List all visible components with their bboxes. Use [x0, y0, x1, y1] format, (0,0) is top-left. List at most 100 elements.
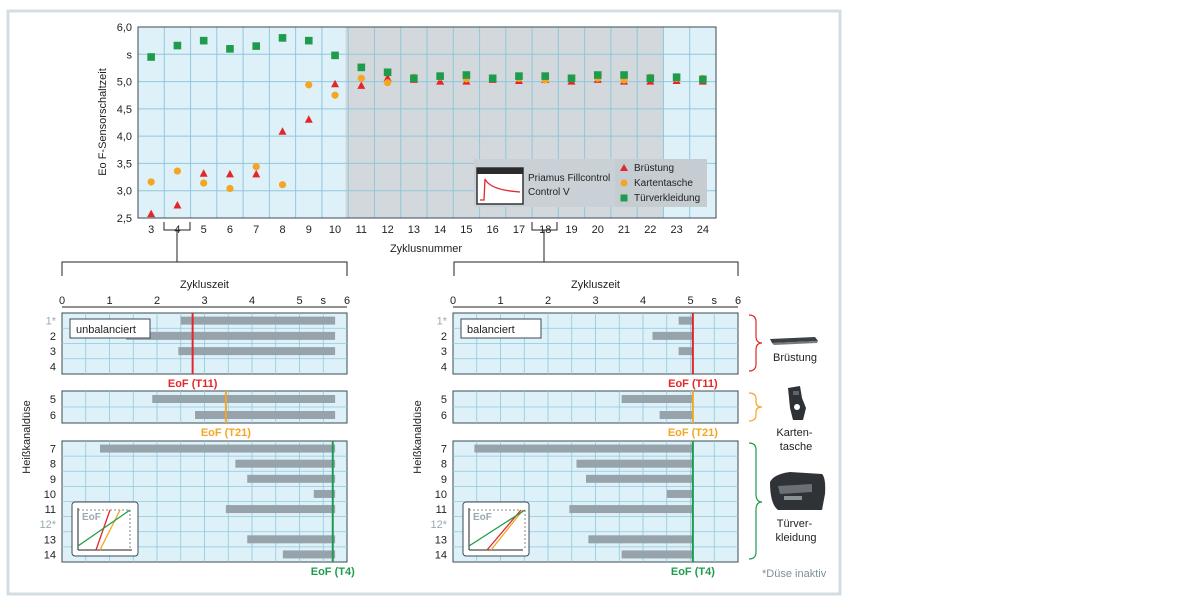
- nozzle-label: 9: [50, 474, 56, 486]
- cycle-time-tick-label: 4: [640, 295, 646, 307]
- x-tick-label: 10: [329, 224, 341, 236]
- nozzle-label: 4: [50, 361, 56, 373]
- fill-time-bar: [678, 347, 693, 356]
- nozzle-label: 5: [441, 394, 447, 406]
- brace-red: [748, 314, 763, 372]
- point-tuerverkleidung: [646, 74, 655, 83]
- point-kartentasche: [147, 178, 155, 186]
- nozzle-label: 1*: [46, 316, 57, 328]
- cycle-time-tick-label: 6: [735, 295, 741, 307]
- data-points: [147, 34, 707, 218]
- brace-orange: [748, 392, 763, 422]
- y-tick-label: 2,5: [117, 213, 132, 225]
- cycle-time-tick-label: 1: [106, 295, 112, 307]
- nozzle-label: 12*: [39, 519, 56, 531]
- point-tuerverkleidung: [199, 36, 208, 45]
- nozzle-label: 4: [441, 361, 447, 373]
- x-tick-label: 15: [460, 224, 472, 236]
- point-bruestung: [436, 77, 445, 85]
- eof-label: EoF (T11): [668, 378, 718, 390]
- fill-time-bar: [569, 505, 693, 514]
- nozzle-label: 5: [50, 394, 56, 406]
- cycle-time-tick-label: 4: [249, 295, 255, 307]
- nozzle-label: 3: [50, 346, 56, 358]
- fill-time-bar: [659, 411, 693, 419]
- legend-bg: [615, 159, 707, 207]
- point-tuerverkleidung: [278, 34, 287, 42]
- fill-time-bar: [588, 535, 693, 544]
- y-tick-label: 4,5: [117, 104, 132, 116]
- y-tick-labels: 2,53,03,54,04,55,0s6,0: [117, 22, 133, 225]
- y-tick-label: 4,0: [117, 131, 132, 143]
- legend-marker-bruestung: [620, 164, 628, 171]
- cycle-time-tick-label: 5: [296, 295, 302, 307]
- fill-time-bar: [678, 316, 693, 325]
- nozzle-label: 6: [441, 410, 447, 422]
- inset-label: EoF: [82, 512, 101, 523]
- fill-time-bar: [178, 347, 336, 356]
- legend: Brüstung Kartentasche Türverkleidung: [615, 159, 707, 207]
- nozzle-label: 2: [50, 331, 56, 343]
- part-label-bruestung: Brüstung: [773, 352, 817, 364]
- x-tick-label: 3: [148, 224, 154, 236]
- fill-time-bar: [180, 316, 336, 325]
- point-kartentasche: [173, 167, 182, 175]
- x-axis-label: Zyklusnummer: [390, 243, 462, 255]
- inset-curve-red: [95, 509, 111, 551]
- state-label: balanciert: [467, 324, 515, 336]
- nozzle-label: 3: [441, 346, 447, 358]
- y-tick-label: 5,0: [117, 77, 132, 89]
- part-label-kartentasche: Karten- tasche: [776, 427, 815, 453]
- cycle-time-tick-label: 6: [344, 295, 350, 307]
- point-bruestung: [331, 79, 340, 88]
- point-tuerverkleidung: [620, 71, 628, 79]
- zoom-bracket-right: [453, 222, 739, 276]
- x-tick-label: 23: [670, 224, 682, 236]
- nozzle-label: 12*: [430, 519, 447, 531]
- nozzle-label: 8: [50, 459, 56, 471]
- point-tuerverkleidung: [252, 42, 261, 50]
- nozzle-label: 2: [441, 331, 447, 343]
- inset-curve-green: [77, 509, 131, 547]
- legend-marker-kartentasche: [620, 179, 628, 187]
- inactive-note: *Düse inaktiv: [762, 568, 827, 580]
- zoom-bracket-left: [61, 222, 348, 276]
- point-kartentasche: [305, 81, 313, 89]
- nozzle-label: 10: [435, 489, 447, 501]
- x-tick-label: 8: [279, 224, 285, 236]
- nozzle-label: 7: [441, 444, 447, 456]
- point-kartentasche: [383, 79, 392, 87]
- cycle-time-tick-label: 0: [450, 295, 456, 307]
- point-tuerverkleidung: [672, 73, 681, 82]
- point-tuerverkleidung: [567, 74, 576, 83]
- nozzle-label: 8: [441, 459, 447, 471]
- point-tuerverkleidung: [699, 75, 707, 84]
- part-label-tuerverkleidung: Türver- kleidung: [776, 518, 817, 544]
- fill-time-bar: [621, 395, 693, 403]
- point-bruestung: [173, 200, 182, 209]
- point-kartentasche: [226, 184, 234, 193]
- point-bruestung: [225, 169, 234, 178]
- device-badge: Priamus Fillcontrol Control V: [474, 159, 616, 207]
- nozzle-label: 10: [44, 489, 56, 501]
- eof-label: EoF (T4): [311, 566, 355, 578]
- eof-label: EoF (T11): [168, 378, 218, 390]
- fill-time-bar: [576, 459, 693, 468]
- point-tuerverkleidung: [304, 36, 313, 45]
- x-tick-label: 9: [306, 224, 312, 236]
- y-tick-label: 3,5: [117, 158, 132, 170]
- point-tuerverkleidung: [541, 72, 550, 80]
- scatter-frame: [137, 26, 717, 219]
- y-tick-label: 3,0: [117, 186, 132, 198]
- point-bruestung: [357, 81, 366, 89]
- x-tick-label: 14: [434, 224, 446, 236]
- x-tick-label: 19: [565, 224, 577, 236]
- fill-time-bar: [586, 474, 693, 483]
- x-tick-label: 20: [592, 224, 604, 236]
- x-tick-label: 17: [513, 224, 525, 236]
- hot-runner-axis-label-right: Heißkanaldüse: [412, 400, 424, 473]
- fill-time-bar: [100, 444, 336, 453]
- point-tuerverkleidung: [488, 74, 497, 83]
- x-tick-label: 12: [381, 224, 393, 236]
